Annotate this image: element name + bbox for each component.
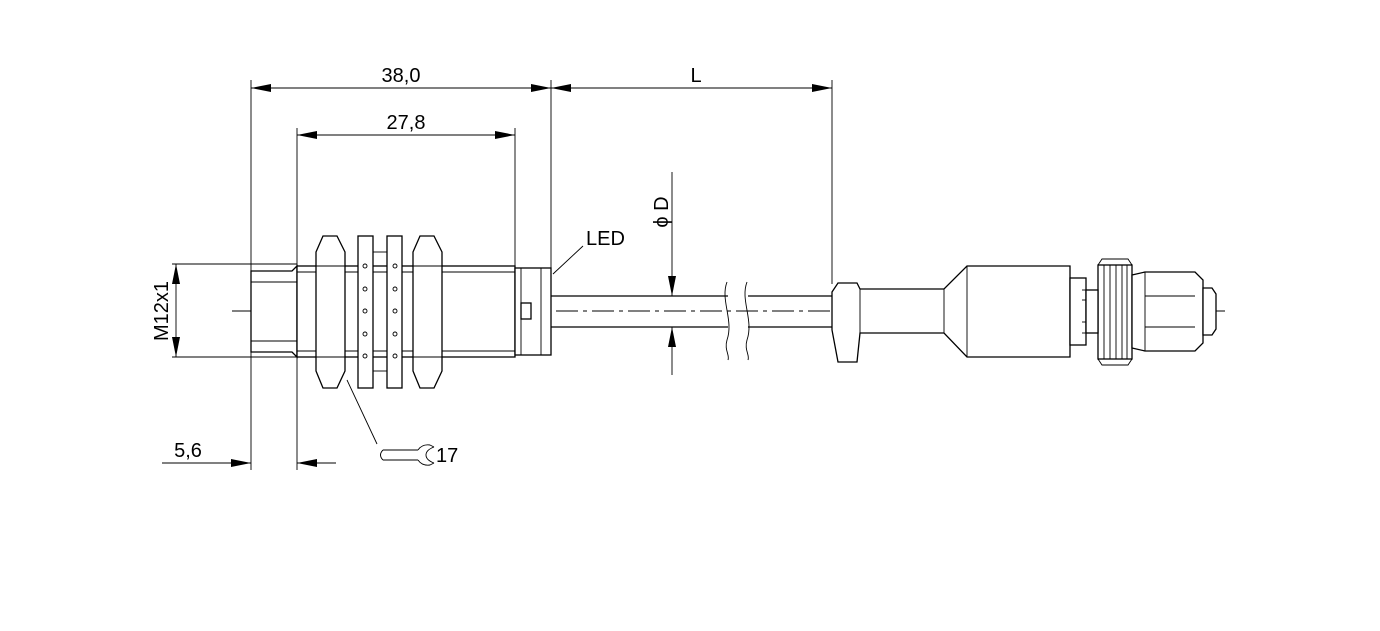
tip-offset-label: 5,6 <box>174 440 202 462</box>
hex-nut-front <box>315 235 346 389</box>
wrench-icon <box>380 444 435 466</box>
cable-diameter-label: ϕ D <box>651 196 673 227</box>
wrench-size-callout: 17 <box>346 379 458 467</box>
dimension-cable-diameter: ϕ D <box>651 196 676 347</box>
cable-length-label: L <box>690 65 701 87</box>
wrench-size-label: 17 <box>436 445 458 467</box>
led-label: LED <box>586 228 625 250</box>
dimension-cable-length: L <box>551 65 832 92</box>
hex-nut-rear <box>412 235 443 389</box>
thread-length-label: 27,8 <box>387 112 426 134</box>
dimension-thread-length: 27,8 <box>297 112 515 139</box>
dimension-thread-size: M12x1 <box>151 264 180 357</box>
dimension-tip-offset: 5,6 <box>162 440 336 467</box>
thread-size-label: M12x1 <box>151 281 173 341</box>
cable <box>551 281 832 361</box>
overall-length-label: 38,0 <box>382 65 421 87</box>
lock-washers <box>357 235 403 389</box>
extension-lines <box>172 80 833 470</box>
dimension-overall-length: 38,0 <box>251 65 551 92</box>
m12-connector <box>831 258 1217 366</box>
led-callout: LED <box>552 228 625 275</box>
